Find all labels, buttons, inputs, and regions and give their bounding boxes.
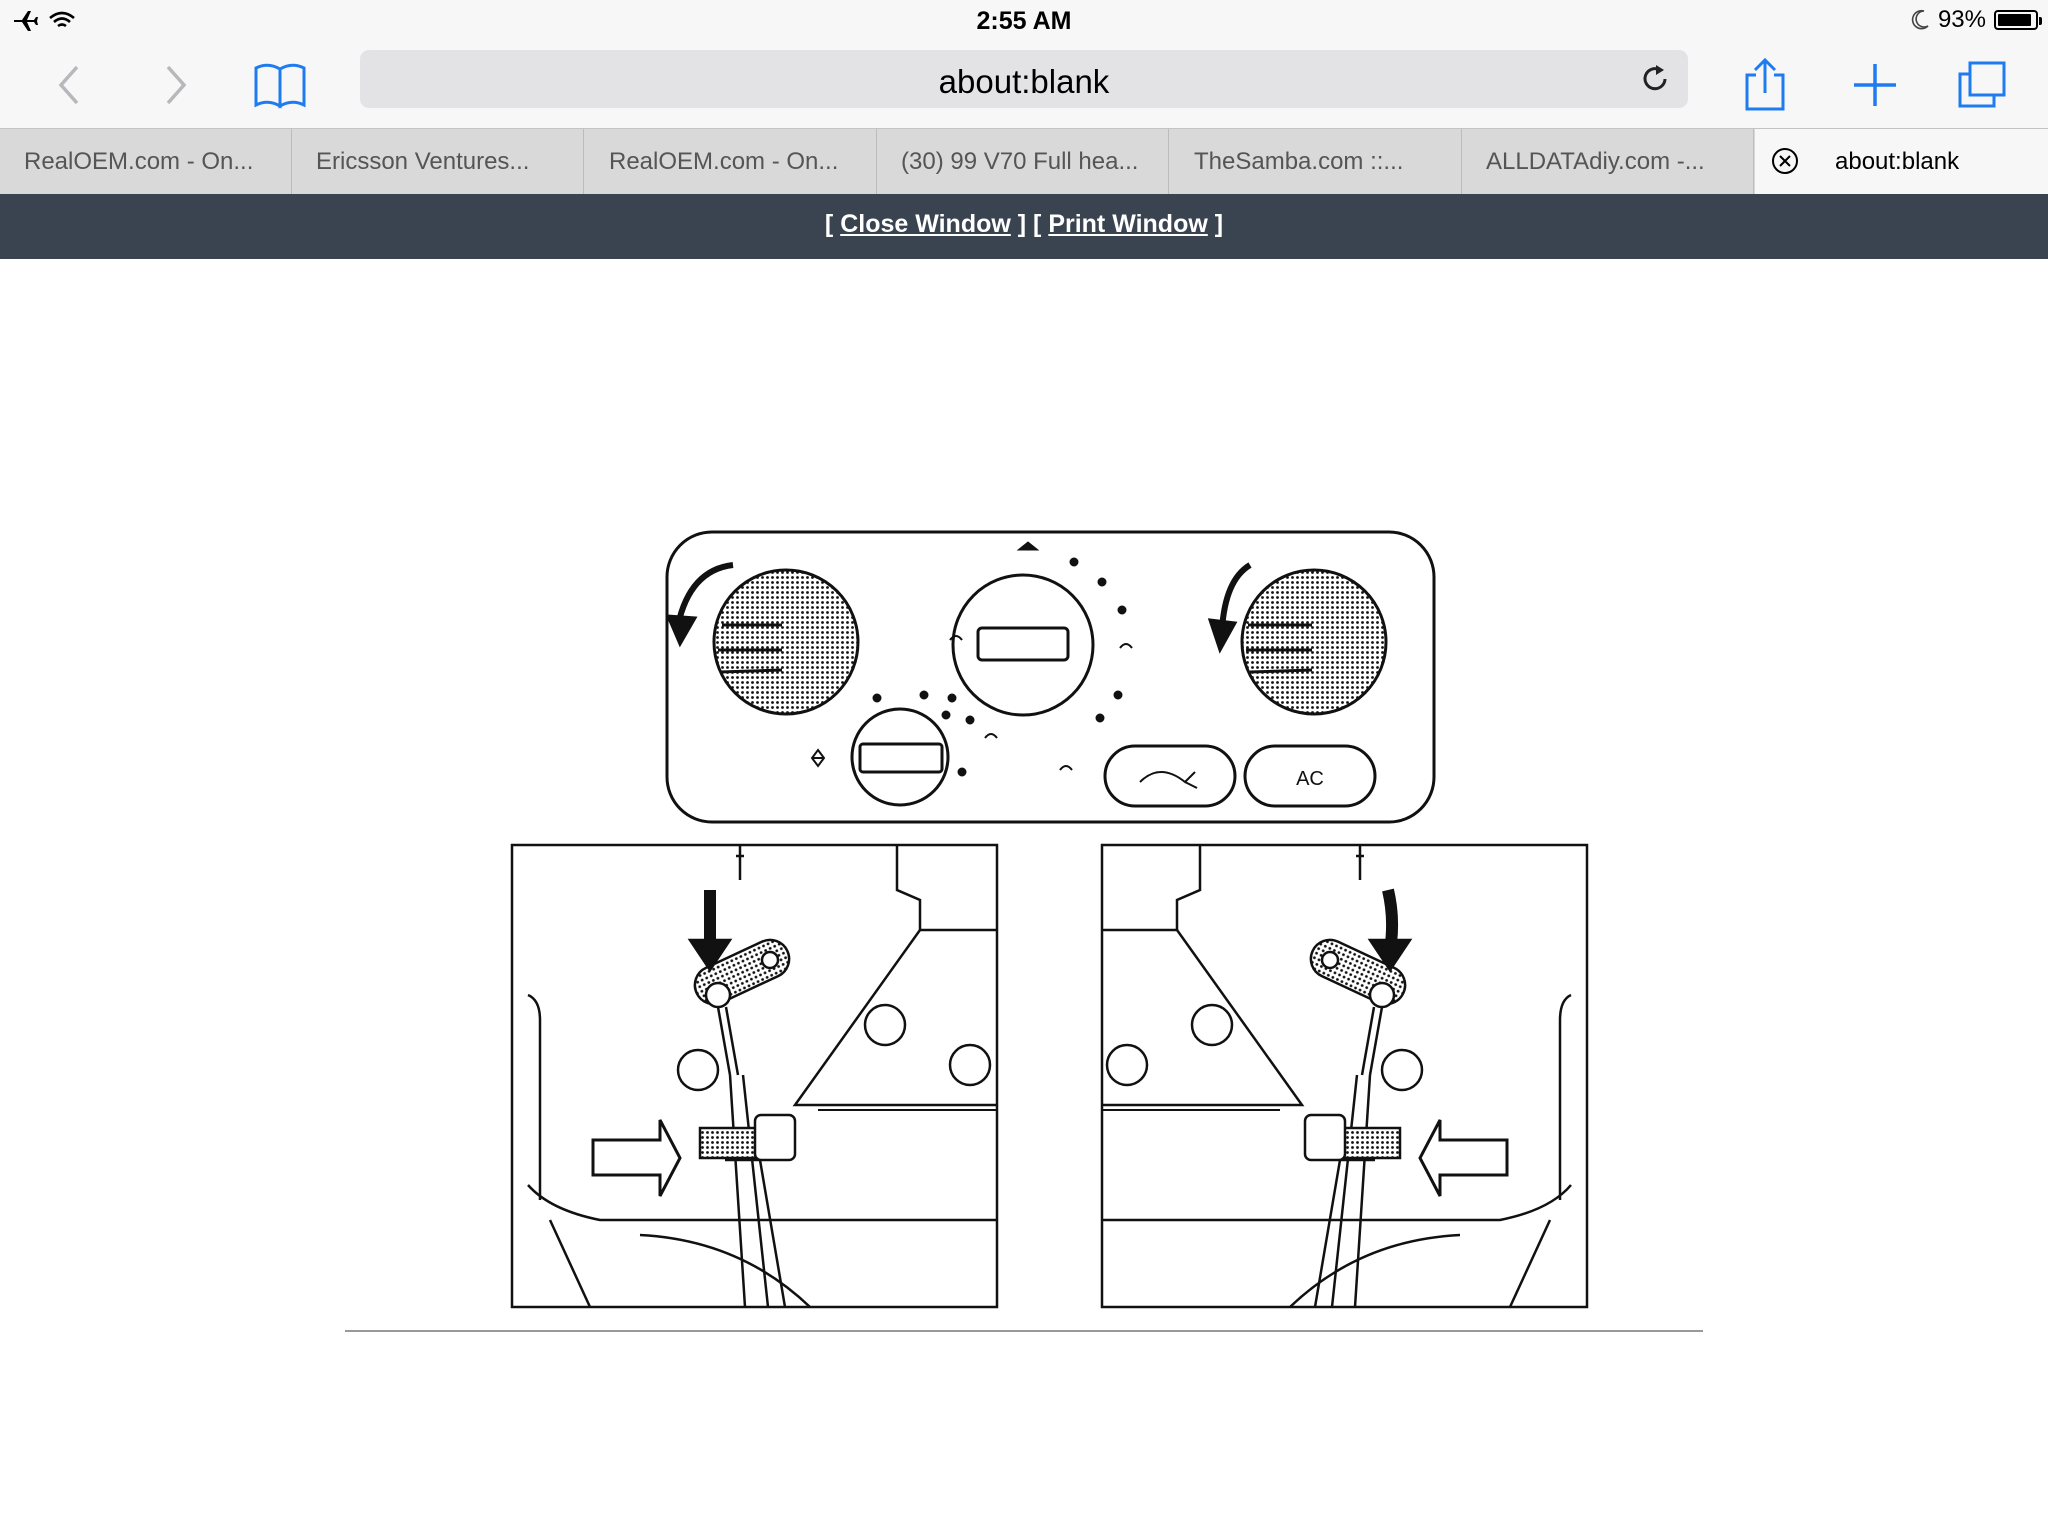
back-button[interactable] xyxy=(40,42,100,128)
heater-control-diagram: AC xyxy=(500,520,1600,1320)
page-header-bar: [ Close Window ] [ Print Window ] xyxy=(0,194,2048,259)
recirc-button-icon xyxy=(1103,744,1237,808)
new-tab-button[interactable] xyxy=(1845,42,1905,128)
tab-about-blank[interactable]: about:blank xyxy=(1755,129,2048,194)
left-detail-figure xyxy=(510,843,999,1309)
forward-button[interactable] xyxy=(145,42,205,128)
ac-label: AC xyxy=(1296,768,1324,790)
tab-bar: RealOEM.com - On... Ericsson Ventures...… xyxy=(0,128,2048,194)
chevron-left-icon xyxy=(58,65,79,105)
moon-icon xyxy=(1911,9,1929,30)
airplane-wifi-icons xyxy=(14,11,75,31)
tab-label: (30) 99 V70 Full hea... xyxy=(901,147,1139,175)
book-icon xyxy=(254,63,306,109)
print-window-link[interactable]: Print Window xyxy=(1048,210,1208,238)
plus-icon xyxy=(1854,64,1896,106)
tab-thesamba[interactable]: TheSamba.com ::... xyxy=(1170,129,1462,194)
tab-label: Ericsson Ventures... xyxy=(316,147,530,175)
mode-dial-icon xyxy=(947,541,1133,771)
browser-toolbar: about:blank xyxy=(0,42,2048,128)
reload-icon[interactable] xyxy=(1638,62,1672,96)
wifi-icon xyxy=(49,11,75,28)
tab-label: about:blank xyxy=(1835,147,1960,175)
close-window-link[interactable]: Close Window xyxy=(840,210,1011,238)
share-icon xyxy=(1745,57,1785,111)
tab-alldata[interactable]: ALLDATAdiy.com -... xyxy=(1462,129,1754,194)
tab-label: RealOEM.com - On... xyxy=(24,147,254,175)
left-vent-icon xyxy=(712,568,860,716)
close-tab-icon[interactable] xyxy=(1771,147,1799,175)
tab-v70[interactable]: (30) 99 V70 Full hea... xyxy=(877,129,1169,194)
diagram-svg: AC xyxy=(510,530,1589,1309)
control-panel xyxy=(665,530,1436,824)
battery-fill xyxy=(1998,14,2032,26)
status-left xyxy=(12,8,82,39)
status-time: 2:55 AM xyxy=(976,7,1072,35)
tab-label: TheSamba.com ::... xyxy=(1194,147,1404,175)
url-text: about:blank xyxy=(938,63,1110,100)
horizontal-rule xyxy=(345,1330,1703,1332)
chevron-right-icon xyxy=(166,65,187,105)
tab-label: ALLDATAdiy.com -... xyxy=(1486,147,1705,175)
right-lever-icon xyxy=(1309,938,1407,1009)
airplane-icon xyxy=(14,11,38,31)
bookmarks-button[interactable] xyxy=(248,42,312,128)
right-vent-icon xyxy=(1240,568,1388,716)
tab-label: RealOEM.com - On... xyxy=(609,147,839,175)
tab-ericsson[interactable]: Ericsson Ventures... xyxy=(292,129,584,194)
status-right: 93% xyxy=(1910,6,2042,34)
window-links: [ Close Window ] [ Print Window ] xyxy=(824,210,1224,238)
tab-realoem-2[interactable]: RealOEM.com - On... xyxy=(585,129,877,194)
ac-button-icon xyxy=(1243,744,1377,808)
right-detail-figure xyxy=(1100,843,1589,1309)
left-lever-icon xyxy=(693,938,791,1009)
share-button[interactable] xyxy=(1735,42,1795,128)
fan-dial-icon xyxy=(810,690,967,807)
url-bar[interactable]: about:blank xyxy=(360,50,1688,108)
tabs-icon xyxy=(1958,61,2006,108)
battery-icon xyxy=(1994,10,2042,30)
tab-realoem-1[interactable]: RealOEM.com - On... xyxy=(0,129,292,194)
status-bar: 2:55 AM 93% xyxy=(0,0,2048,42)
battery-percent: 93% xyxy=(1937,6,1986,33)
tabs-overview-button[interactable] xyxy=(1952,42,2012,128)
